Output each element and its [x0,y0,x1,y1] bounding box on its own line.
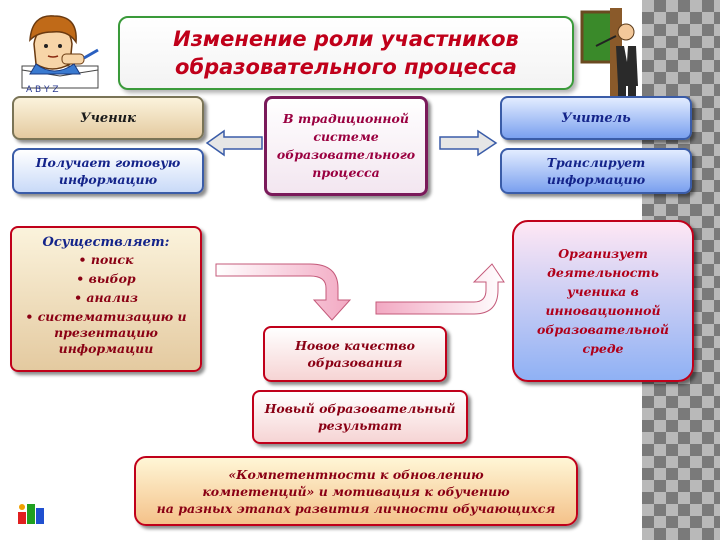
final-line-2: компетенций» и мотивация к обучению [202,483,510,499]
teacher-traditional-role: Транслирует информацию [546,155,646,187]
teacher-innovative-text: Организует деятельность ученика в иннова… [537,246,669,356]
new-quality-text: Новое качество образования [295,338,415,370]
student-traditional-role: Получает готовую информацию [35,155,181,187]
final-line-1: «Компетентности к обновлению [228,466,484,482]
new-quality-box: Новое качество образования [263,326,447,382]
curved-arrow-up [375,263,505,315]
svg-text:A B Y Z: A B Y Z [26,85,59,95]
list-item: • выбор [76,271,136,286]
student-innovative-list: • поиск • выбор • анализ • систематизаци… [20,252,192,357]
student-traditional-role-box: Получает готовую информацию [12,148,204,194]
final-outcome-box: «Компетентности к обновлению компетенций… [134,456,578,526]
slide-title: Изменение роли участников образовательно… [118,16,574,90]
title-line-2: образовательного процесса [175,55,517,79]
new-result-text: Новый образовательный результат [264,401,456,433]
teacher-label-box: Учитель [500,96,692,140]
traditional-system-box: В традиционной системе образовательного … [264,96,428,196]
student-innovative-box: Осуществляет: • поиск • выбор • анализ •… [10,226,202,372]
teacher-traditional-role-box: Транслирует информацию [500,148,692,194]
colored-figures-logo-icon [18,504,44,524]
student-innovative-heading: Осуществляет: [42,235,170,250]
arrow-right-to-teacher [439,129,498,157]
teacher-blackboard-icon [580,8,638,104]
list-item: • поиск [78,252,134,267]
arrow-left-to-student [205,129,263,157]
new-result-box: Новый образовательный результат [252,390,468,444]
studying-student-icon: A B Y Z [21,15,99,95]
title-line-1: Изменение роли участников [173,27,519,51]
list-item: • анализ [74,290,138,305]
student-label-box: Ученик [12,96,204,140]
list-item: • систематизацию и презентацию информаци… [25,309,187,356]
curved-arrow-down [215,263,352,321]
final-line-3: на разных этапах развития личности обуча… [156,500,556,516]
traditional-system-text: В традиционной системе образовательного … [276,111,416,180]
teacher-label: Учитель [561,110,631,126]
student-label: Ученик [80,110,136,126]
teacher-innovative-box: Организует деятельность ученика в иннова… [512,220,694,382]
